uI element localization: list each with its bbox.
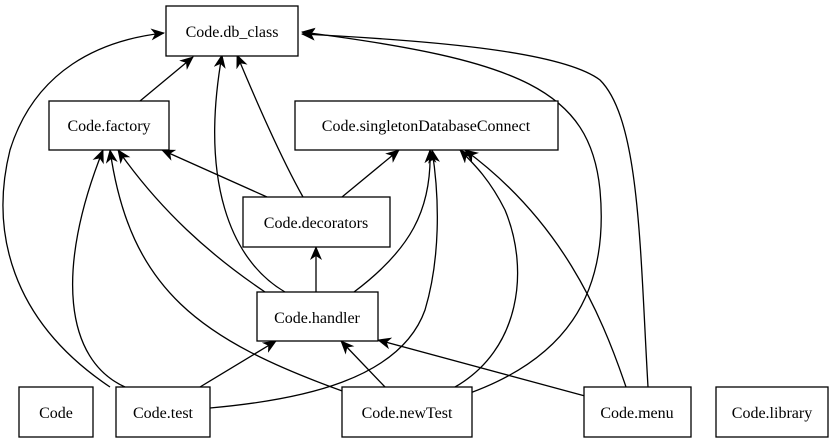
node-test-label: Code.test: [133, 405, 194, 422]
node-newtest: Code.newTest: [341, 386, 473, 438]
node-db-class: Code.db_class: [165, 5, 299, 57]
node-library-label: Code.library: [732, 405, 812, 422]
node-singleton: Code.singletonDatabaseConnect: [294, 100, 559, 151]
node-handler-label: Code.handler: [274, 310, 360, 327]
node-library: Code.library: [715, 386, 829, 438]
node-decorators-label: Code.decorators: [264, 215, 368, 232]
edge-layer: [2, 27, 649, 409]
edge-decorators-to-db-class: [236, 54, 304, 198]
node-newtest-label: Code.newTest: [362, 405, 453, 422]
node-menu: Code.menu: [583, 386, 692, 438]
edge-newtest-to-handler: [340, 340, 386, 388]
node-handler: Code.handler: [256, 291, 379, 342]
edge-decorators-to-singleton: [341, 149, 400, 198]
edge-decorators-to-factory: [161, 149, 268, 198]
edge-handler-to-db-class: [213, 54, 286, 293]
node-test: Code.test: [115, 386, 211, 438]
node-menu-label: Code.menu: [600, 405, 673, 422]
edge-factory-to-db-class: [139, 56, 194, 102]
edge-newtest-to-factory: [105, 149, 346, 393]
edge-test-to-db-class: [2, 28, 165, 388]
edge-newtest-to-singleton: [454, 149, 519, 388]
edge-newtest-to-db-class: [301, 27, 602, 394]
edge-menu-to-singleton: [464, 149, 627, 388]
edge-handler-to-factory: [117, 149, 266, 293]
node-code-label: Code: [39, 405, 73, 422]
edge-handler-to-singleton: [353, 149, 437, 293]
edge-test-to-factory: [71, 149, 126, 388]
node-factory-label: Code.factory: [67, 118, 150, 135]
edge-test-to-singleton: [209, 149, 440, 409]
edge-menu-to-handler: [377, 337, 586, 397]
edge-menu-to-db-class: [301, 28, 649, 388]
node-code: Code: [18, 386, 94, 438]
node-layer: Code.db_class Code.factory Code.singleto…: [18, 5, 829, 438]
edge-test-to-handler: [199, 340, 277, 388]
node-factory: Code.factory: [48, 100, 170, 151]
node-db-class-label: Code.db_class: [186, 24, 279, 41]
node-decorators: Code.decorators: [242, 196, 391, 248]
node-singleton-label: Code.singletonDatabaseConnect: [322, 118, 531, 135]
